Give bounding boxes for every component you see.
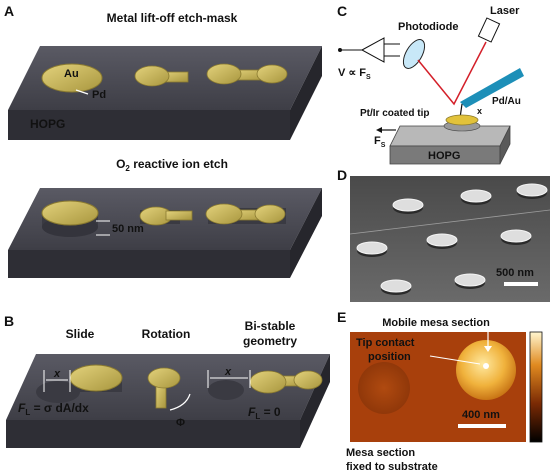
panel-a-title-mid: O2 reactive ion etch bbox=[116, 157, 228, 173]
afm-scale-bar bbox=[458, 424, 506, 428]
au-label: Au bbox=[64, 68, 79, 80]
sem-mesa bbox=[500, 229, 532, 243]
label-fs: FS bbox=[374, 135, 386, 149]
label-rotation: Rotation bbox=[142, 327, 191, 341]
label-photodiode: Photodiode bbox=[398, 21, 459, 33]
label-hopg-c: HOPG bbox=[428, 150, 460, 162]
laser-beam bbox=[417, 41, 487, 106]
fixed-mesa bbox=[358, 362, 410, 414]
formula-right: FL = 0 bbox=[248, 405, 281, 421]
afm-scale-label: 400 nm bbox=[462, 409, 500, 421]
label-tip-contact-2: position bbox=[368, 351, 411, 363]
phi-label: Φ bbox=[176, 417, 185, 429]
gold-rotor-a1 bbox=[134, 65, 189, 87]
label-slide: Slide bbox=[66, 327, 95, 341]
panel-d-letter: D bbox=[337, 167, 347, 183]
sem-mesa bbox=[380, 279, 412, 293]
label-pdau: Pd/Au bbox=[492, 96, 521, 107]
etched-disc-a2 bbox=[41, 200, 99, 237]
cantilever bbox=[460, 68, 524, 108]
sem-scale-bar bbox=[504, 282, 538, 286]
mobile-mesa bbox=[456, 340, 516, 400]
hopg-label-a: HOPG bbox=[30, 117, 65, 131]
color-scale-bar bbox=[529, 331, 543, 443]
panel-e-letter: E bbox=[337, 309, 346, 325]
pd-arrow bbox=[75, 89, 89, 95]
panel-a: A Metal lift-off etch-mask Au Pd HOPG O2 bbox=[4, 3, 322, 278]
laser-icon bbox=[477, 17, 501, 43]
gold-dumbbell-a1 bbox=[206, 63, 288, 85]
panel-c-letter: C bbox=[337, 3, 347, 19]
tip-contact-dot bbox=[483, 363, 489, 369]
photodiode-icon bbox=[402, 39, 426, 69]
etched-rotor-a2 bbox=[139, 206, 193, 226]
panel-d: D 500 nm bbox=[337, 167, 551, 302]
label-tip-contact-1: Tip contact bbox=[356, 337, 415, 349]
panel-b: B Slide Rotation Bi-stable geometry x FL… bbox=[4, 313, 330, 448]
amplifier-icon bbox=[338, 37, 400, 63]
gold-disc-a1 bbox=[41, 63, 103, 93]
label-laser: Laser bbox=[490, 5, 520, 17]
label-fixed-1: Mesa section bbox=[346, 447, 415, 459]
label-tip: Pt/Ir coated tip bbox=[360, 108, 429, 119]
sem-mesa bbox=[454, 273, 486, 287]
hopg-block-c bbox=[389, 125, 511, 165]
pd-label: Pd bbox=[92, 89, 106, 101]
sem-mesa bbox=[392, 198, 424, 212]
label-voltage: V ∝ FS bbox=[338, 67, 371, 81]
mesa-c bbox=[445, 114, 479, 126]
formula-left: FL = σ dA/dx bbox=[18, 401, 89, 417]
sliding-disc bbox=[69, 364, 123, 392]
sem-mesa bbox=[426, 233, 458, 247]
panel-a-title-top: Metal lift-off etch-mask bbox=[107, 11, 238, 25]
sem-mesas bbox=[356, 183, 548, 295]
x-label-right: x bbox=[224, 366, 232, 378]
dim-50nm: 50 nm bbox=[112, 223, 144, 235]
sem-mesa bbox=[460, 189, 492, 203]
x-label-left: x bbox=[53, 368, 61, 380]
panel-b-letter: B bbox=[4, 313, 14, 329]
label-bistable-1: Bi-stable bbox=[245, 319, 296, 333]
sem-scale-label: 500 nm bbox=[496, 267, 534, 279]
sem-mesa bbox=[356, 241, 388, 255]
rotating-rotor bbox=[147, 367, 181, 409]
sem-mesa bbox=[516, 183, 548, 197]
label-mobile: Mobile mesa section bbox=[382, 317, 490, 329]
rotation-arrow bbox=[169, 393, 191, 411]
panel-e: E Mobile mesa section Tip contact positi… bbox=[337, 309, 543, 473]
panel-a-letter: A bbox=[4, 3, 14, 19]
label-fixed-2: fixed to substrate bbox=[346, 461, 438, 473]
panel-c: C Photodiode Laser V ∝ FS Pt/Ir bbox=[337, 3, 524, 165]
label-x-c: x bbox=[477, 106, 482, 116]
label-bistable-2: geometry bbox=[243, 334, 297, 348]
etched-dumbbell-a2 bbox=[205, 203, 286, 225]
